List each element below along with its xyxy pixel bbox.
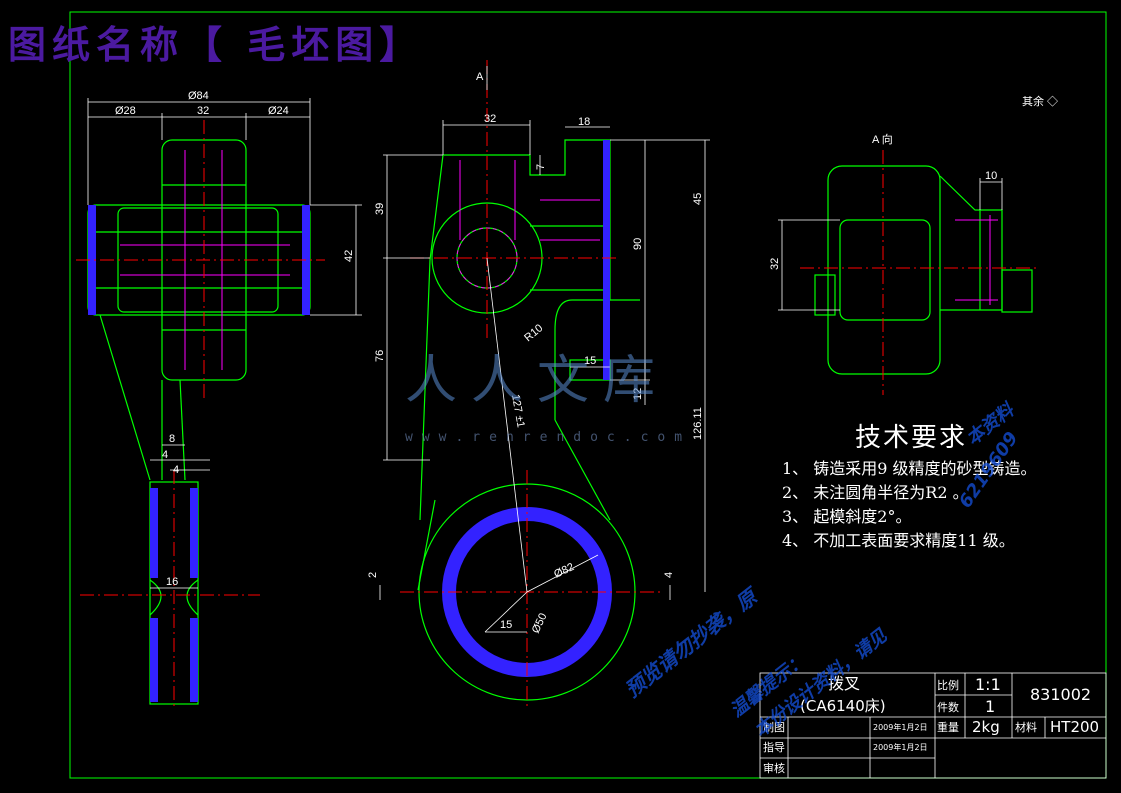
dim-h76: 76 [374, 350, 386, 362]
dim-w4a: 4 [162, 449, 168, 461]
tech-item-3: 3、 起模斜度2°。 [782, 507, 912, 526]
left-view-centerlines [76, 120, 325, 710]
tb-weight-value: 2kg [972, 718, 1000, 736]
dim-h39: 39 [374, 203, 386, 215]
watermark-url: www.renrendoc.com [405, 430, 692, 445]
dim-h12: 12 [632, 388, 644, 400]
view-a [814, 165, 1033, 375]
dim-h32: 32 [769, 258, 781, 270]
dim-d24: Ø24 [268, 105, 289, 117]
tb-material-label: 材料 [1015, 720, 1037, 734]
tb-checked-label: 指导 [763, 740, 785, 754]
tb-drawing-no: 831002 [1030, 685, 1091, 704]
dim-h42: 42 [343, 250, 355, 262]
dim-w18: 18 [578, 116, 590, 128]
tb-approved-label: 审核 [763, 761, 785, 775]
dim-d84: Ø84 [188, 90, 209, 102]
left-view [87, 139, 311, 705]
tb-scale-label: 比例 [937, 678, 959, 692]
tech-requirements-title: 技术要求 [855, 423, 968, 453]
dim-w8: 8 [169, 433, 175, 445]
tb-drawn-date: 2009年1月2日 [873, 722, 928, 732]
tb-machine: (CA6140床) [800, 697, 886, 715]
tech-item-2: 2、 未注圆角半径为R2 。 [782, 483, 969, 502]
dim-h126: 126.11 [692, 407, 704, 440]
tb-material-value: HT200 [1050, 718, 1099, 736]
dim-d50: Ø50 [530, 611, 550, 635]
roughness-note: 其余 ◇ [1022, 94, 1058, 108]
watermark-logo: 人人文库 [405, 351, 670, 411]
tb-part-name: 拨叉 [828, 674, 860, 693]
dim-w15a: 15 [584, 355, 596, 367]
dim-d28: Ø28 [115, 105, 136, 117]
dim-w4b: 4 [173, 464, 179, 476]
tb-checked-date: 2009年1月2日 [873, 742, 928, 752]
tech-item-4: 4、 不加工表面要求精度11 级。 [782, 531, 1015, 550]
tb-weight-label: 重量 [937, 720, 959, 734]
dim-h45: 45 [692, 193, 704, 205]
tb-qty-label: 件数 [937, 701, 959, 714]
title-block [759, 672, 1107, 779]
dim-h2: 2 [367, 572, 379, 578]
dim-w10: 10 [985, 170, 997, 182]
tech-item-1: 1、 铸造采用9 级精度的砂型铸造。 [782, 459, 1037, 478]
drawing-frame [69, 11, 1107, 779]
dim-h4r: 4 [663, 572, 675, 578]
view-a-centerlines [800, 150, 1040, 395]
dim-h7: 7 [535, 164, 547, 170]
view-a-label: A 向 [872, 132, 893, 146]
tb-drawn-label: 制图 [763, 721, 785, 734]
dim-w32-top: 32 [484, 113, 496, 125]
tb-scale-value: 1:1 [975, 675, 1001, 694]
page-title: 图纸名称【 毛坯图】 [8, 22, 424, 67]
left-view-dimlines [87, 98, 362, 589]
dim-h127: 127 ±1 [509, 393, 527, 428]
left-view-fill [88, 205, 310, 702]
tb-qty-value: 1 [985, 697, 995, 716]
arrow-label: A [476, 71, 484, 83]
dim-h90: 90 [632, 238, 644, 250]
front-view-hidden [456, 160, 600, 289]
dim-w16: 16 [166, 576, 178, 588]
front-view-dimlines [379, 120, 710, 633]
view-a-dimlines [778, 178, 1003, 311]
dim-w15b: 15 [500, 619, 512, 631]
view-a-hidden [955, 215, 998, 305]
dim-d82: Ø82 [552, 561, 576, 581]
dim-w32-left: 32 [197, 105, 209, 117]
